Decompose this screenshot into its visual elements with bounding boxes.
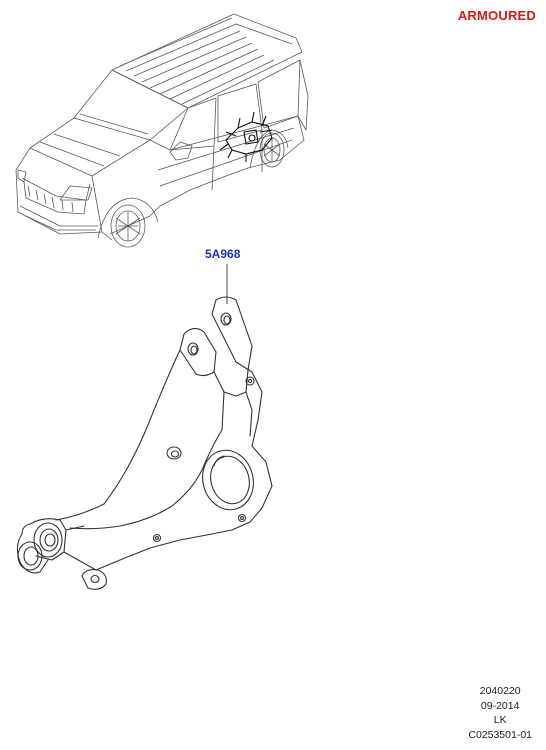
drawing-date: 09-2014 [480,699,520,712]
drawing-reference: 2040220 09-2014 LK C0253501-01 [468,684,532,742]
suspension-highlight-icon [219,111,273,162]
drawing-number: 2040220 [479,685,521,697]
illustration-code: C0253501-01 [468,728,532,741]
model-code: LK [493,714,507,726]
part-number-callout[interactable]: 5A968 [205,247,241,261]
suv-outline-icon [15,13,309,248]
rear-knuckle-icon [16,296,273,590]
armoured-tag: ARMOURED [457,8,536,23]
